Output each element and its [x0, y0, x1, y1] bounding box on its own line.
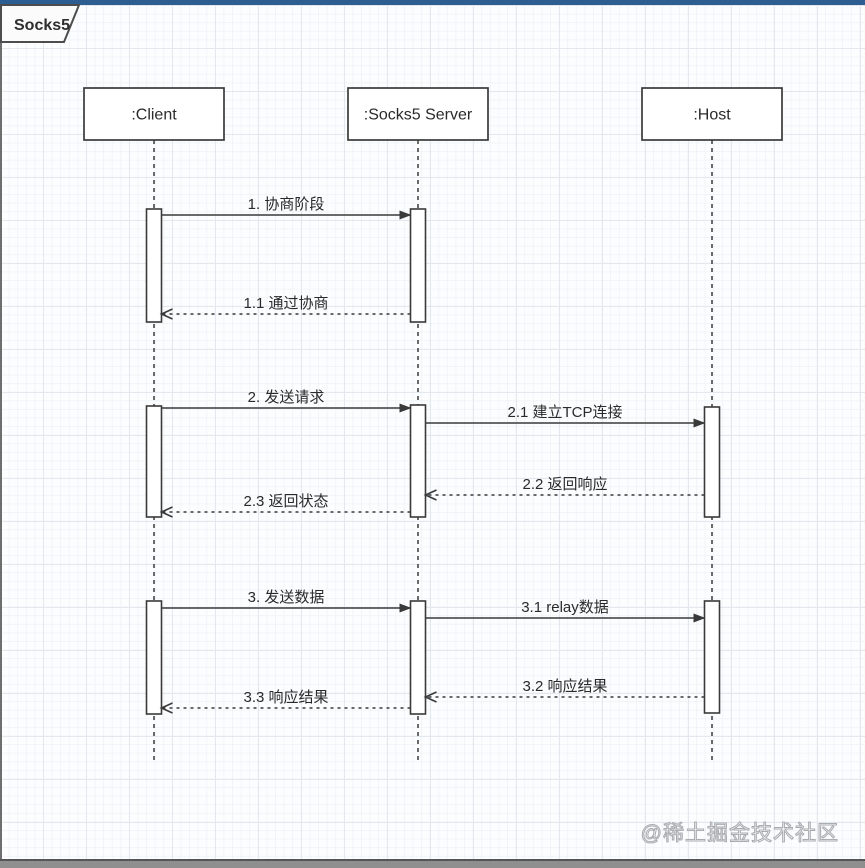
actor-label-host: :Host: [693, 107, 731, 124]
activation-bar-server-6: [409, 600, 427, 715]
message-label-4: 2.2 返回响应: [522, 475, 607, 493]
activation-bar-client-0: [145, 208, 163, 323]
activation-bar-host-7: [703, 600, 721, 714]
canvas-bottom-strip: [0, 861, 865, 868]
activation-bar-host-4: [703, 406, 721, 518]
watermark-text: @稀土掘金技术社区: [640, 822, 839, 846]
grid-canvas: [0, 5, 865, 859]
message-label-1: 1.1 通过协商: [243, 295, 328, 312]
canvas-bottom-border: [0, 859, 865, 861]
actor-label-server: :Socks5 Server: [364, 107, 473, 124]
message-label-6: 3. 发送数据: [248, 589, 325, 606]
message-label-2: 2. 发送请求: [248, 389, 325, 406]
actor-label-client: :Client: [131, 107, 177, 124]
activation-bar-client-5: [145, 600, 163, 715]
actor-box-server: [347, 87, 489, 141]
message-label-8: 3.2 响应结果: [522, 677, 607, 695]
top-blue-bar: [0, 0, 865, 5]
activation-bar-server-3: [409, 404, 427, 518]
message-label-7: 3.1 relay数据: [521, 599, 609, 616]
canvas-left-border: [0, 4, 2, 860]
activation-bar-server-1: [409, 208, 427, 323]
actor-box-host: [641, 87, 783, 141]
actor-box-client: [83, 87, 225, 141]
message-label-5: 2.3 返回状态: [243, 493, 328, 510]
page-tab-label: Socks5: [14, 17, 70, 34]
activation-bar-client-2: [145, 405, 163, 518]
message-label-0: 1. 协商阶段: [248, 196, 325, 213]
message-label-9: 3.3 响应结果: [243, 688, 328, 706]
page-tab-shape: [0, 4, 81, 43]
page-tab: Socks5: [0, 4, 84, 44]
message-label-3: 2.1 建立TCP连接: [507, 404, 622, 421]
